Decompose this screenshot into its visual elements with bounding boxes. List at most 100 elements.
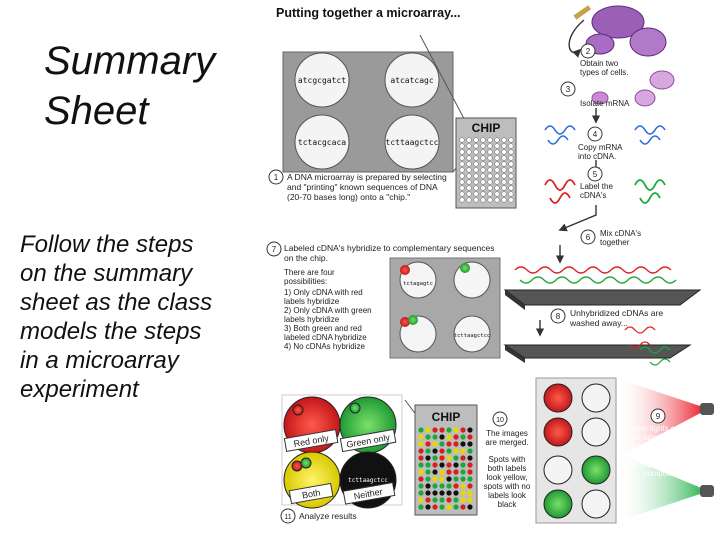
step-3-number: 3 bbox=[566, 85, 571, 94]
chip-spot bbox=[473, 173, 479, 179]
chip-spot bbox=[494, 179, 500, 185]
merged-chip-spot bbox=[467, 483, 473, 489]
chip-spot bbox=[466, 197, 472, 203]
chip-label-2: CHIP bbox=[432, 410, 461, 424]
s10-line-2: are merged. bbox=[485, 438, 528, 447]
merged-chip-spot bbox=[439, 490, 445, 496]
step-11-line-1: Analyze results bbox=[299, 511, 357, 521]
chip-spot bbox=[494, 161, 500, 167]
s10-line-8: labels look bbox=[488, 491, 527, 500]
merged-chip-spot bbox=[453, 434, 459, 440]
body-line-6: experiment bbox=[20, 376, 139, 403]
merged-chip-spot bbox=[432, 469, 438, 475]
chip-spot bbox=[466, 191, 472, 197]
merged-chip-spot bbox=[446, 469, 452, 475]
merged-chip-spot bbox=[453, 455, 459, 461]
chip-spot bbox=[466, 179, 472, 185]
chip-spot bbox=[459, 161, 465, 167]
merged-chip-spot bbox=[453, 448, 459, 454]
merged-chip-spot bbox=[439, 448, 445, 454]
merged-chip-spot bbox=[439, 462, 445, 468]
chip-spot bbox=[508, 143, 514, 149]
chip-spot bbox=[501, 173, 507, 179]
laser-red-icon bbox=[700, 403, 714, 415]
merged-chip-spot bbox=[453, 476, 459, 482]
s9-line-4: These emissions bbox=[630, 451, 690, 460]
merged-chip-spot bbox=[467, 504, 473, 510]
slide-title: Summary Sheet bbox=[44, 36, 254, 136]
merged-chip-spot bbox=[467, 490, 473, 496]
chip-spot bbox=[501, 155, 507, 161]
washed-slide bbox=[503, 326, 692, 366]
merged-chip-spot bbox=[439, 497, 445, 503]
poss-line-3: 1) Only cDNA with red bbox=[284, 288, 363, 297]
slide-title-line-1: Summary bbox=[44, 39, 216, 83]
merged-chip-spot bbox=[453, 462, 459, 468]
step-6-line-2: together bbox=[600, 238, 630, 247]
merged-chip-spot bbox=[432, 427, 438, 433]
step-9-number: 9 bbox=[656, 412, 661, 421]
step-3-line-1: Isolate mRNA bbox=[580, 99, 630, 108]
probe-seq-3: tctacgcaca bbox=[298, 138, 346, 147]
merged-chip-spot bbox=[432, 448, 438, 454]
chip-spot bbox=[480, 143, 486, 149]
chip-spot bbox=[501, 161, 507, 167]
body-line-2: on the summary bbox=[20, 260, 193, 287]
merged-chip-spot bbox=[467, 469, 473, 475]
chip-spot bbox=[480, 161, 486, 167]
merged-chip-spot bbox=[467, 448, 473, 454]
step-1-line-2: and "printing" known sequences of DNA bbox=[287, 182, 438, 192]
chip-spot bbox=[508, 185, 514, 191]
chip-spot bbox=[494, 155, 500, 161]
merged-chip-spot bbox=[460, 476, 466, 482]
merged-chip-spot bbox=[432, 504, 438, 510]
chip-spot bbox=[501, 185, 507, 191]
step-4-line-1: Copy mRNA bbox=[578, 143, 623, 152]
chip-spot bbox=[480, 167, 486, 173]
poss-line-1: There are four bbox=[284, 268, 335, 277]
s10-line-6: look yellow, bbox=[487, 473, 528, 482]
merged-chip-spot bbox=[460, 448, 466, 454]
step-11-number: 11 bbox=[284, 514, 291, 521]
merged-chip-spot bbox=[467, 427, 473, 433]
chip-spot bbox=[501, 149, 507, 155]
chip-spot bbox=[473, 197, 479, 203]
merged-chip-spot bbox=[446, 448, 452, 454]
poss-line-6: labels hybridize bbox=[284, 315, 340, 324]
s10-line-7: spots with no bbox=[484, 482, 531, 491]
poss-line-9: 4) No cDNAs hybridize bbox=[284, 342, 365, 351]
merged-chip-spot bbox=[425, 448, 431, 454]
merged-chip-spot bbox=[425, 483, 431, 489]
probe-seq-4: tcttaagctcc bbox=[386, 138, 439, 147]
chip-spot bbox=[459, 137, 465, 143]
step-8-line-1: Unhybridized cDNAs are bbox=[570, 308, 663, 318]
chip-spot bbox=[459, 173, 465, 179]
s10-line-5: both labels bbox=[488, 464, 527, 473]
chip-spot bbox=[487, 191, 493, 197]
chip-spot bbox=[508, 167, 514, 173]
chip-spot bbox=[473, 167, 479, 173]
merged-chip-spot bbox=[453, 497, 459, 503]
chip-spot bbox=[459, 143, 465, 149]
chip-spot bbox=[508, 155, 514, 161]
merged-chip-spot bbox=[453, 483, 459, 489]
hyb-seq-1: tctagagtc bbox=[403, 281, 433, 287]
chip-spot bbox=[466, 155, 472, 161]
merged-chip-spot bbox=[453, 490, 459, 496]
chip-spot bbox=[501, 191, 507, 197]
merged-chip-spot bbox=[446, 455, 452, 461]
merged-chip-spot bbox=[425, 476, 431, 482]
merged-chip-spot bbox=[418, 476, 424, 482]
step-10-number: 10 bbox=[496, 417, 504, 424]
step-5-line-2: cDNA's bbox=[580, 191, 606, 200]
merged-chip-spot bbox=[418, 504, 424, 510]
merged-chip-spot bbox=[460, 427, 466, 433]
chip-spot bbox=[480, 179, 486, 185]
step-1-line-3: (20-70 bases long) onto a "chip." bbox=[287, 192, 410, 202]
chip-spot bbox=[508, 161, 514, 167]
chip-spot bbox=[487, 173, 493, 179]
chip-spot bbox=[487, 149, 493, 155]
result-neither-label: Neither bbox=[353, 487, 383, 502]
merged-chip-spot bbox=[467, 476, 473, 482]
merged-chip-spot bbox=[453, 504, 459, 510]
